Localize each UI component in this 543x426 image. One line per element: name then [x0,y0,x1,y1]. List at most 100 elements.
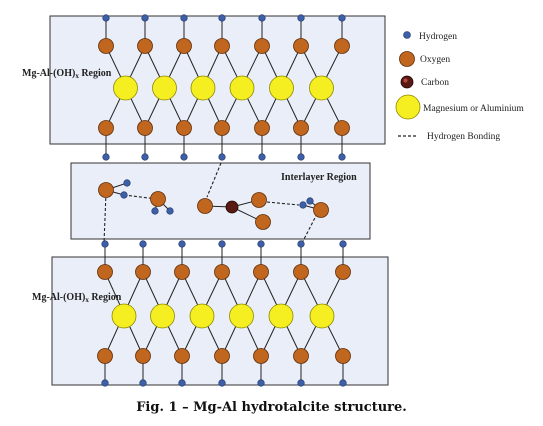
hydrogen-atom [258,153,266,161]
legend-hydrogen-label: Hydrogen [419,32,457,42]
hydrogen-atom [258,14,266,22]
oxygen-atom [293,264,309,280]
hydrogen-atom [257,240,265,248]
oxygen-atom [197,198,213,214]
interlayer-region-label: Interlayer Region [281,172,357,183]
hydrogen-atom [218,14,226,22]
metal-atom [268,303,294,329]
hydrogen-atom [101,379,109,387]
metal-atom [190,75,216,101]
oxygen-atom [97,348,113,364]
oxygen-atom [97,264,113,280]
hydrogen-atom [180,153,188,161]
oxygen-atom [253,348,269,364]
oxygen-atom [254,38,270,54]
oxygen-atom [214,38,230,54]
oxygen-atom [98,182,114,198]
hydrogen-bond [301,211,319,244]
oxygen-atom [176,38,192,54]
oxygen-atom [174,348,190,364]
metal-atom [229,75,255,101]
legend-oxygen-label: Oxygen [420,55,450,65]
oxygen-atom [174,264,190,280]
oxygen-atom [214,348,230,364]
hydrogen-atom [141,14,149,22]
hydrogen-atom [139,379,147,387]
hydrogen-atom [166,207,174,215]
hydrogen-atom [120,191,128,199]
hydrogen-bond [103,192,107,244]
oxygen-atom [137,38,153,54]
oxygen-atom [293,38,309,54]
metal-atom [229,303,254,329]
hydrogen-atom [297,14,305,22]
oxygen-atom [255,214,271,230]
top-region-label: Mg-Al-(OH)x Region [22,68,112,80]
hydrogen-atom [299,201,307,209]
metal-atom [189,303,215,329]
metal-atom [152,75,177,101]
oxygen-atom [150,191,166,207]
legend-carbon-label: Carbon [421,78,449,88]
oxygen-atom [98,38,114,54]
hydrogen-atom [257,379,265,387]
hydrogen-bond [206,162,222,198]
hydrogen-atom [139,240,147,248]
legend-metal-label: Magnesium or Aluminium [423,104,524,114]
hydrogen-atom [141,153,149,161]
oxygen-atom [98,120,114,136]
interlayer-region [70,162,371,240]
oxygen-atom [334,38,350,54]
oxygen-atom [251,192,267,208]
hydrogen-atom [102,153,110,161]
hydrogen-atom [178,379,186,387]
hydrogen-atom-icon [403,31,411,39]
bottom-region-label: Mg-Al-(OH)x Region [32,292,122,304]
atoms [97,14,351,387]
metal-atom [269,75,294,101]
hydrogen-atom [339,240,347,248]
metal-atom [309,303,335,329]
legend: Hydrogen Oxygen Carbon Magnesium or Alum… [395,31,524,142]
hydrogen-atom [123,179,131,187]
oxygen-atom [214,120,230,136]
hydrogen-atom [218,379,226,387]
figure-caption: Fig. 1 – Mg-Al hydrotalcite structure. [136,400,407,415]
oxygen-atom [253,264,269,280]
oxygen-atom [293,120,309,136]
oxygen-atom [135,264,151,280]
metal-atom [113,75,138,101]
hydrogen-atom [306,197,314,205]
hydrogen-atom [338,153,346,161]
metal-atom [111,303,137,329]
hydrogen-atom [151,207,159,215]
oxygen-atom [214,264,230,280]
oxygen-atom-icon [399,51,415,67]
legend-hbond-label: Hydrogen Bonding [427,132,500,142]
hydrogen-atom [102,14,110,22]
metal-atom [150,303,175,329]
hydrogen-bond [266,201,300,206]
oxygen-atom [254,120,270,136]
oxygen-atom [137,120,153,136]
oxygen-atom [293,348,309,364]
hydrogen-atom [178,240,186,248]
hydrogen-atom [101,240,109,248]
hydrogen-atom [218,240,226,248]
hydrogen-atom [218,153,226,161]
hydrogen-atom [339,379,347,387]
metal-atom [309,75,334,101]
carbon-atom-icon-highlight [403,78,408,83]
oxygen-atom [335,348,351,364]
carbon-atom-icon [400,75,414,89]
hydrogen-atom [297,240,305,248]
oxygen-atom [135,348,151,364]
hydrogen-atom [297,379,305,387]
hydrogen-atom [338,14,346,22]
metal-atom-icon [395,94,421,120]
hydrogen-atom [297,153,305,161]
carbon-atom [225,200,239,214]
oxygen-atom [313,202,329,218]
oxygen-atom [335,264,351,280]
